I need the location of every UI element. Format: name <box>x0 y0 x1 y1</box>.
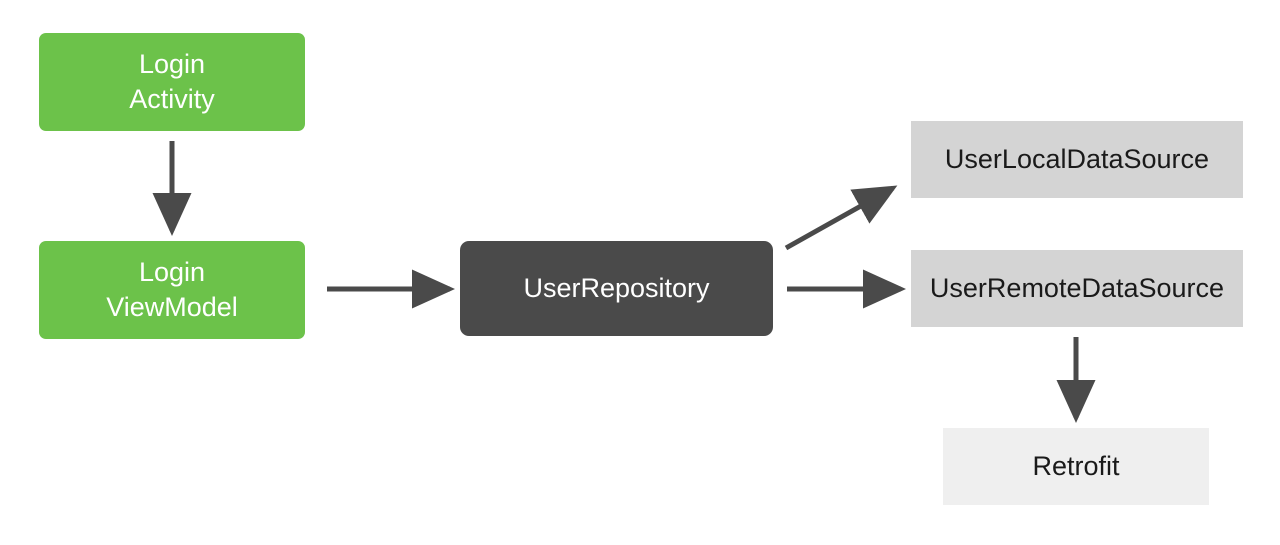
node-login-activity: Login Activity <box>39 33 305 131</box>
arrow-repository-to-local-data-source <box>784 185 898 251</box>
node-login-viewmodel: Login ViewModel <box>39 241 305 339</box>
node-retrofit: Retrofit <box>943 428 1209 505</box>
node-user-local-data-source: UserLocalDataSource <box>911 121 1243 198</box>
node-user-repository: UserRepository <box>460 241 773 336</box>
node-user-remote-data-source: UserRemoteDataSource <box>911 250 1243 327</box>
